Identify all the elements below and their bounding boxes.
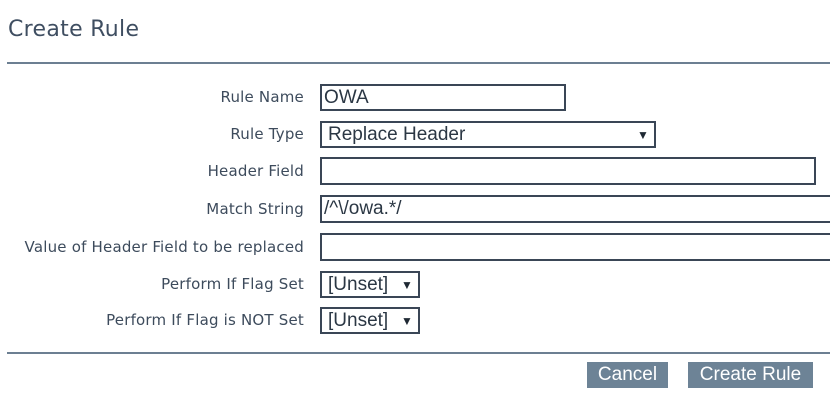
- rule-name-label: Rule Name: [220, 88, 304, 106]
- cancel-button[interactable]: Cancel: [587, 362, 668, 388]
- match-string-label: Match String: [206, 200, 304, 218]
- replacement-value-label: Value of Header Field to be replaced: [24, 238, 304, 256]
- match-string-input[interactable]: /^\/owa.*/: [320, 195, 830, 223]
- rule-type-select[interactable]: Replace Header ▼: [320, 121, 656, 148]
- rule-type-value: Replace Header: [328, 124, 466, 145]
- dropdown-arrow-icon: ▼: [401, 278, 413, 292]
- footer-divider: [7, 352, 830, 354]
- flag-not-set-label: Perform If Flag is NOT Set: [106, 311, 304, 329]
- header-field-input[interactable]: [320, 157, 816, 185]
- header-divider: [7, 62, 830, 64]
- flag-not-set-select[interactable]: [Unset] ▼: [320, 307, 420, 334]
- flag-set-value: [Unset]: [328, 274, 389, 295]
- rule-type-label: Rule Type: [230, 125, 304, 143]
- flag-not-set-value: [Unset]: [328, 310, 389, 331]
- create-rule-button[interactable]: Create Rule: [688, 362, 813, 388]
- rule-name-input[interactable]: OWA: [320, 84, 566, 111]
- flag-set-select[interactable]: [Unset] ▼: [320, 271, 420, 298]
- dropdown-arrow-icon: ▼: [401, 314, 413, 328]
- dropdown-arrow-icon: ▼: [637, 128, 649, 142]
- header-field-label: Header Field: [207, 162, 304, 180]
- flag-set-label: Perform If Flag Set: [161, 275, 304, 293]
- replacement-value-input[interactable]: [320, 233, 830, 261]
- page-title: Create Rule: [8, 17, 140, 42]
